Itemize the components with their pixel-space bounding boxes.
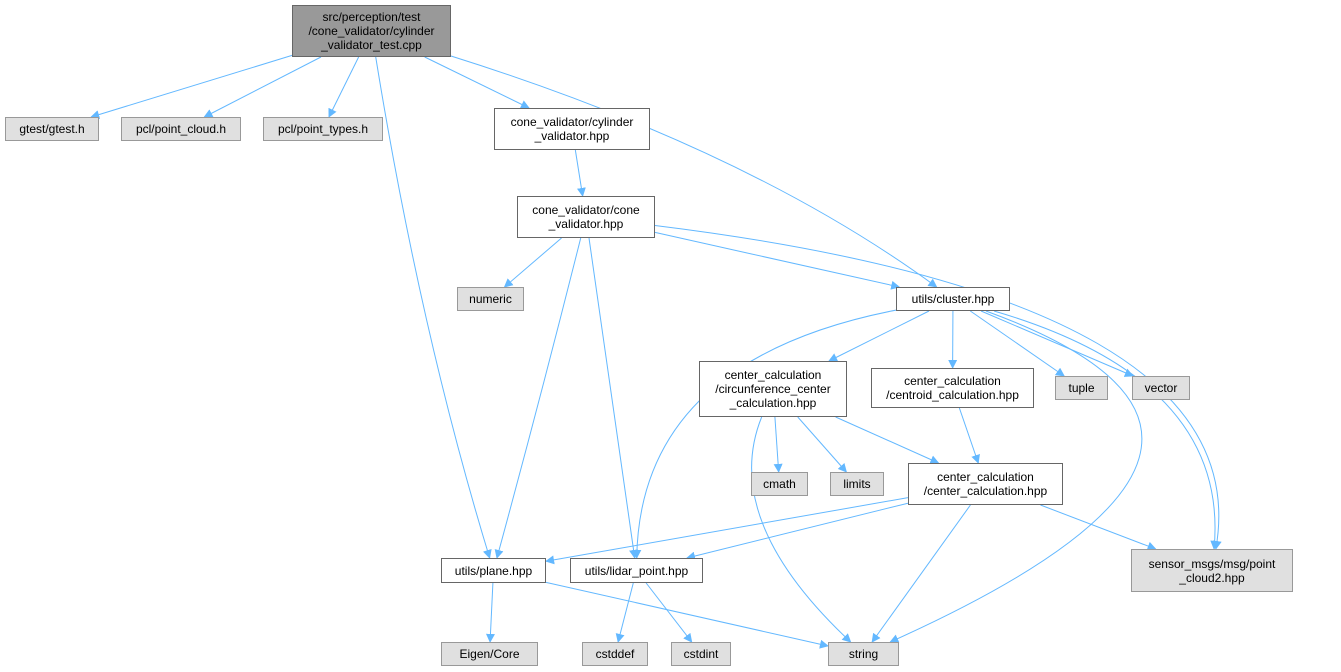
edge-circ-to-string [751,416,852,643]
node-label: pcl/point_cloud.h [135,122,227,136]
edge-cone-to-numeric [503,237,562,288]
edge-cluster-to-string [889,310,1143,643]
node-label: cone_validator/cone _validator.hpp [532,203,640,231]
edge-root-to-gtest [90,54,293,119]
edge-cluster-to-circ [828,310,930,362]
edge-cone-to-sensor [654,225,1222,550]
node-cone-validator[interactable]: cone_validator/cone _validator.hpp [517,196,655,238]
node-pcl-point-types[interactable]: pcl/point_types.h [263,117,383,141]
node-gtest[interactable]: gtest/gtest.h [5,117,99,141]
node-label: center_calculation /circunference_center… [715,368,831,410]
node-string[interactable]: string [828,642,899,666]
node-label: src/perception/test /cone_validator/cyli… [308,10,435,52]
node-label: center_calculation /centroid_calculation… [886,374,1019,402]
edge-centroid-to-center [958,407,980,464]
node-label: string [848,647,879,661]
node-cstddef[interactable]: cstddef [582,642,648,666]
node-root-file[interactable]: src/perception/test /cone_validator/cyli… [292,5,451,57]
edge-plane-to-eigen [485,582,495,643]
edge-circ-to-center [835,416,940,464]
node-circunference-center-calculation[interactable]: center_calculation /circunference_center… [699,361,847,417]
node-label: sensor_msgs/msg/point _cloud2.hpp [1148,556,1276,585]
node-label: utils/cluster.hpp [911,292,995,306]
edge-root-to-cylinder [424,56,530,109]
node-label: cstdint [683,647,719,661]
node-label: vector [1144,381,1178,395]
edge-cone-to-plane [494,237,582,559]
node-label: numeric [469,292,512,306]
node-tuple[interactable]: tuple [1055,376,1108,400]
edge-root-to-cluster [450,55,938,288]
edge-cylinder-to-cone [574,149,586,197]
node-center-calculation[interactable]: center_calculation /center_calculation.h… [908,463,1063,505]
node-sensor-msgs-point-cloud2[interactable]: sensor_msgs/msg/point _cloud2.hpp [1131,549,1293,592]
node-limits[interactable]: limits [830,472,884,496]
edge-lidar-to-cstddef [615,582,634,643]
edge-center-to-sensor [1040,504,1157,551]
edge-center-to-lidar [686,502,909,561]
node-cluster[interactable]: utils/cluster.hpp [896,287,1010,311]
node-cstdint[interactable]: cstdint [671,642,731,666]
node-label: utils/lidar_point.hpp [584,563,689,578]
node-numeric[interactable]: numeric [457,287,524,311]
node-label: utils/plane.hpp [454,563,533,578]
edge-lidar-to-cstdint [645,582,693,643]
node-label: cone_validator/cylinder _validator.hpp [510,115,634,143]
edge-cluster-to-sensor [993,310,1220,550]
node-centroid-calculation[interactable]: center_calculation /centroid_calculation… [871,368,1034,408]
node-label: center_calculation /center_calculation.h… [923,470,1048,498]
edge-cone-to-cluster [654,231,901,290]
node-label: gtest/gtest.h [19,122,85,136]
edge-center-to-plane [545,497,909,565]
edge-root-to-pcl_types [328,56,360,118]
edge-root-to-pcl_cloud [203,56,322,118]
node-label: cstddef [595,647,635,661]
edge-cone-to-lidar [588,237,639,559]
edge-circ-to-limits [797,416,847,473]
node-eigen-core[interactable]: Eigen/Core [441,642,538,666]
node-pcl-point-cloud[interactable]: pcl/point_cloud.h [121,117,241,141]
node-label: limits [843,477,871,491]
node-label: cmath [763,477,796,491]
node-label: pcl/point_types.h [277,122,369,136]
node-label: tuple [1068,381,1095,395]
edge-cluster-to-tuple [970,310,1065,377]
node-lidar-point[interactable]: utils/lidar_point.hpp [570,558,703,583]
edge-root-to-plane [375,56,492,559]
node-label: Eigen/Core [459,647,520,661]
node-cylinder-validator[interactable]: cone_validator/cylinder _validator.hpp [494,108,650,150]
edge-center-to-string [871,504,971,643]
edge-plane-to-string [545,581,829,649]
node-plane[interactable]: utils/plane.hpp [441,558,546,583]
edge-circ-to-cmath [773,416,783,473]
edge-cluster-to-vector [980,310,1134,377]
node-cmath[interactable]: cmath [751,472,808,496]
node-vector[interactable]: vector [1132,376,1190,400]
